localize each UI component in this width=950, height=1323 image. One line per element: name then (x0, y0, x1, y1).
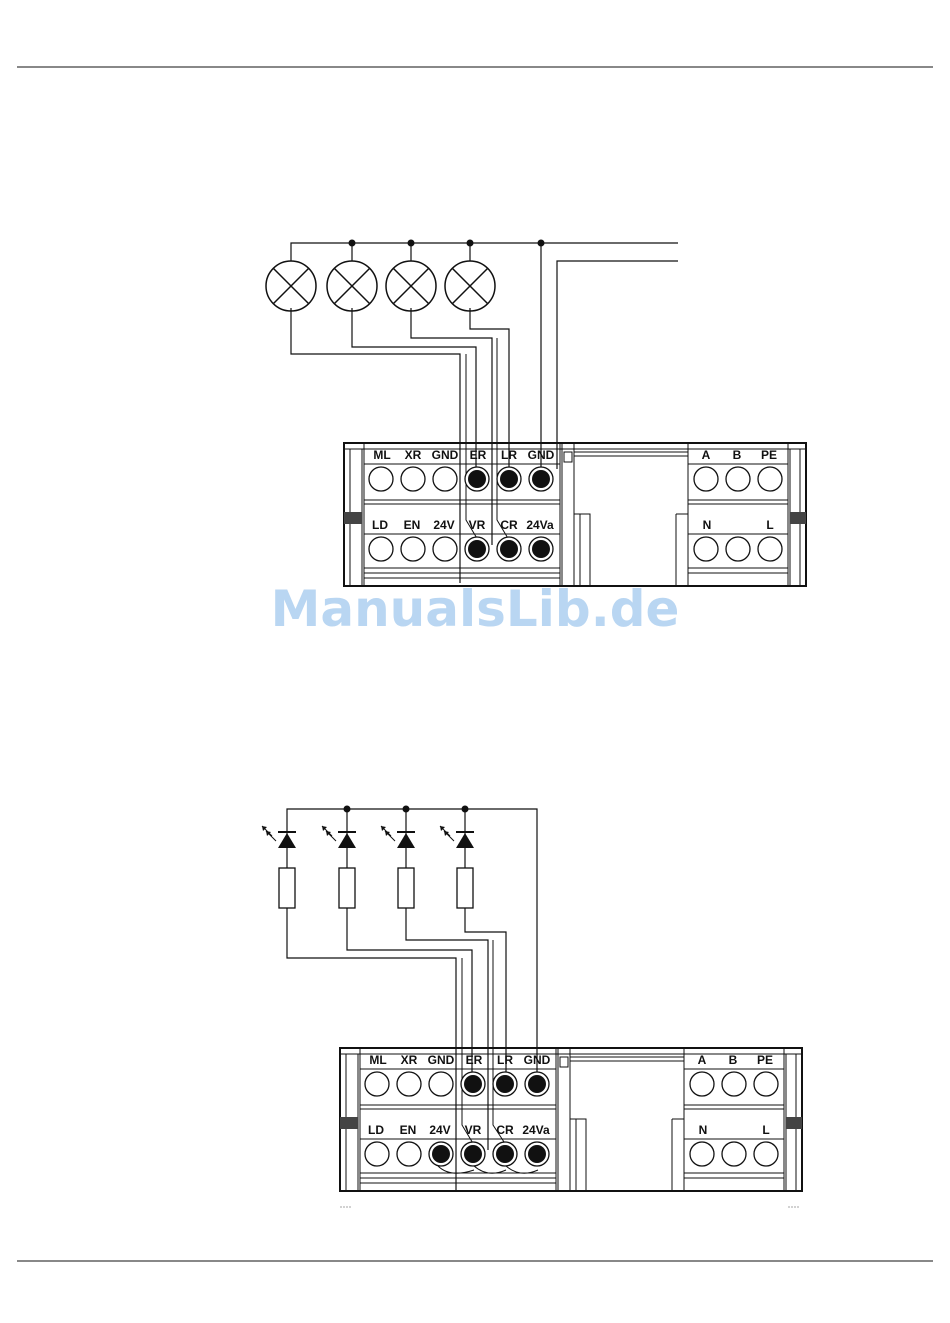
resistor-icon (398, 868, 414, 908)
terminal-screw (433, 537, 457, 561)
lamp-icon (266, 261, 316, 311)
terminal-screw-connected (493, 1072, 517, 1096)
terminal-screw-connected (525, 1072, 549, 1096)
terminal-screw (758, 467, 782, 491)
terminal-screw (726, 537, 750, 561)
terminal-screw (369, 537, 393, 561)
jumper-wire (474, 1166, 506, 1173)
terminal-label: N (703, 518, 712, 532)
terminal-screw (690, 1142, 714, 1166)
terminal-screw (401, 467, 425, 491)
terminal-label: 24V (433, 518, 454, 532)
jumper-wire (506, 1166, 538, 1173)
terminal-label: 24V (429, 1123, 450, 1137)
led-icon (322, 826, 356, 908)
terminal-label: LR (497, 1053, 513, 1067)
terminal-screw-connected (497, 537, 521, 561)
terminal-label: B (729, 1053, 738, 1067)
terminal-label: LR (501, 448, 517, 462)
terminal-screw (758, 537, 782, 561)
terminal-screw (722, 1142, 746, 1166)
terminal-screw (694, 537, 718, 561)
terminal-label: ML (373, 448, 390, 462)
terminal-screw (690, 1072, 714, 1096)
lamp-icon (445, 261, 495, 311)
supply-line-2 (557, 261, 678, 469)
led-icon (262, 826, 296, 908)
terminal-screw-connected (461, 1072, 485, 1096)
terminal-screw-connected (461, 1142, 485, 1166)
terminal-screw-connected (465, 467, 489, 491)
terminal-label: A (702, 448, 711, 462)
terminal-screw (397, 1142, 421, 1166)
terminal-label: CR (500, 518, 518, 532)
terminal-screw (365, 1142, 389, 1166)
lamp-icon (386, 261, 436, 311)
led-wire (465, 908, 506, 1075)
led-wire (347, 908, 472, 1075)
terminal-label: B (733, 448, 742, 462)
terminal-screw (433, 467, 457, 491)
bus-line (287, 809, 537, 1075)
resistor-icon (339, 868, 355, 908)
terminal-screw-connected (465, 537, 489, 561)
watermark: ManualsLib.de (271, 580, 680, 638)
terminal-label: ER (466, 1053, 483, 1067)
terminal-label: XR (405, 448, 422, 462)
terminal-label: LD (368, 1123, 384, 1137)
terminal-screw (754, 1072, 778, 1096)
terminal-screw (397, 1072, 421, 1096)
terminal-screw (401, 537, 425, 561)
terminal-block (344, 443, 806, 586)
terminal-label: A (698, 1053, 707, 1067)
terminal-label: ML (369, 1053, 386, 1067)
terminal-label: 24Va (522, 1123, 550, 1137)
terminal-screw-connected (529, 467, 553, 491)
lamp-icon (327, 261, 377, 311)
terminal-screw (722, 1072, 746, 1096)
terminal-screw-connected (429, 1142, 453, 1166)
terminal-screw (429, 1072, 453, 1096)
terminal-label: VR (465, 1123, 482, 1137)
terminal-label: CR (496, 1123, 514, 1137)
terminal-label: EN (404, 518, 421, 532)
terminal-label: L (762, 1123, 769, 1137)
terminal-screw (694, 467, 718, 491)
led-wiring-diagram: ML XR GND ER LR GND LD EN 24V VR CR 24Va… (262, 806, 802, 1208)
terminal-label: EN (400, 1123, 417, 1137)
lamp-wiring-diagram: ML XR GND ER LR GND LD EN 24V VR CR 24Va… (266, 240, 806, 587)
lamp-wire (352, 308, 476, 469)
terminal-label: ER (470, 448, 487, 462)
terminal-block (340, 1048, 802, 1191)
terminal-label: 24Va (526, 518, 554, 532)
terminal-label: PE (757, 1053, 773, 1067)
terminal-screw (369, 467, 393, 491)
terminal-label: VR (469, 518, 486, 532)
led-icon (381, 826, 415, 908)
terminal-label: GND (428, 1053, 455, 1067)
terminal-label: GND (432, 448, 459, 462)
terminal-label: GND (524, 1053, 551, 1067)
resistor-icon (279, 868, 295, 908)
terminal-screw (365, 1072, 389, 1096)
terminal-screw-connected (529, 537, 553, 561)
terminal-label: N (699, 1123, 708, 1137)
lamp-wire (411, 308, 492, 545)
terminal-label: LD (372, 518, 388, 532)
terminal-screw-connected (525, 1142, 549, 1166)
led-icon (440, 826, 474, 908)
terminal-screw-connected (497, 467, 521, 491)
terminal-label: GND (528, 448, 555, 462)
terminal-screw-connected (493, 1142, 517, 1166)
terminal-label: L (766, 518, 773, 532)
resistor-icon (457, 868, 473, 908)
terminal-label: XR (401, 1053, 418, 1067)
terminal-screw (726, 467, 750, 491)
terminal-label: PE (761, 448, 777, 462)
led-wire (406, 908, 488, 1150)
terminal-screw (754, 1142, 778, 1166)
